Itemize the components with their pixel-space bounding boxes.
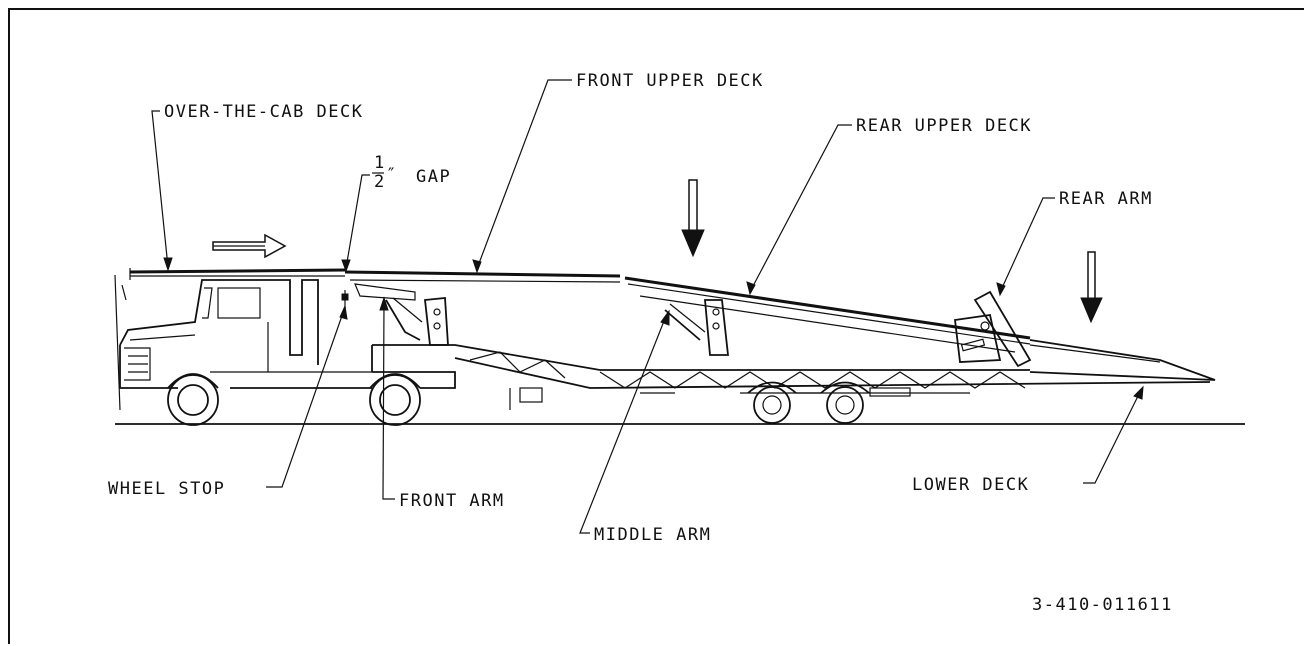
gap-inch-mark: ″ bbox=[386, 165, 398, 185]
trailer-frame bbox=[371, 339, 1216, 424]
label-middle-arm: MIDDLE ARM bbox=[594, 525, 711, 545]
drawing-number: 3-410-011611 bbox=[1032, 595, 1173, 615]
front-upper-deck bbox=[344, 270, 621, 346]
rear-upper-deck bbox=[624, 276, 1032, 368]
diagram-frame bbox=[8, 8, 1304, 644]
label-rear-upper-deck: REAR UPPER DECK bbox=[856, 116, 1032, 136]
label-lower-deck: LOWER DECK bbox=[912, 475, 1029, 495]
label-rear-arm: REAR ARM bbox=[1059, 189, 1153, 209]
label-over-the-cab-deck: OVER-THE-CAB DECK bbox=[164, 102, 364, 122]
label-front-upper-deck: FRONT UPPER DECK bbox=[576, 71, 764, 91]
gap-fraction-numerator: 1 bbox=[374, 153, 386, 173]
forward-arrow-icon bbox=[212, 233, 287, 259]
down-arrow-icon-rear bbox=[1080, 251, 1103, 324]
label-half-inch-gap: 1 2 ″ GAP bbox=[372, 153, 451, 192]
gap-text: GAP bbox=[416, 167, 451, 187]
gap-fraction-denominator: 2 bbox=[374, 172, 386, 192]
label-wheel-stop: WHEEL STOP bbox=[108, 479, 225, 499]
label-front-arm: FRONT ARM bbox=[399, 491, 505, 511]
over-the-cab-deck bbox=[129, 268, 346, 280]
truck-cab bbox=[114, 274, 456, 426]
down-arrow-icon-middle bbox=[681, 179, 705, 258]
leader-lines bbox=[151, 79, 1144, 534]
